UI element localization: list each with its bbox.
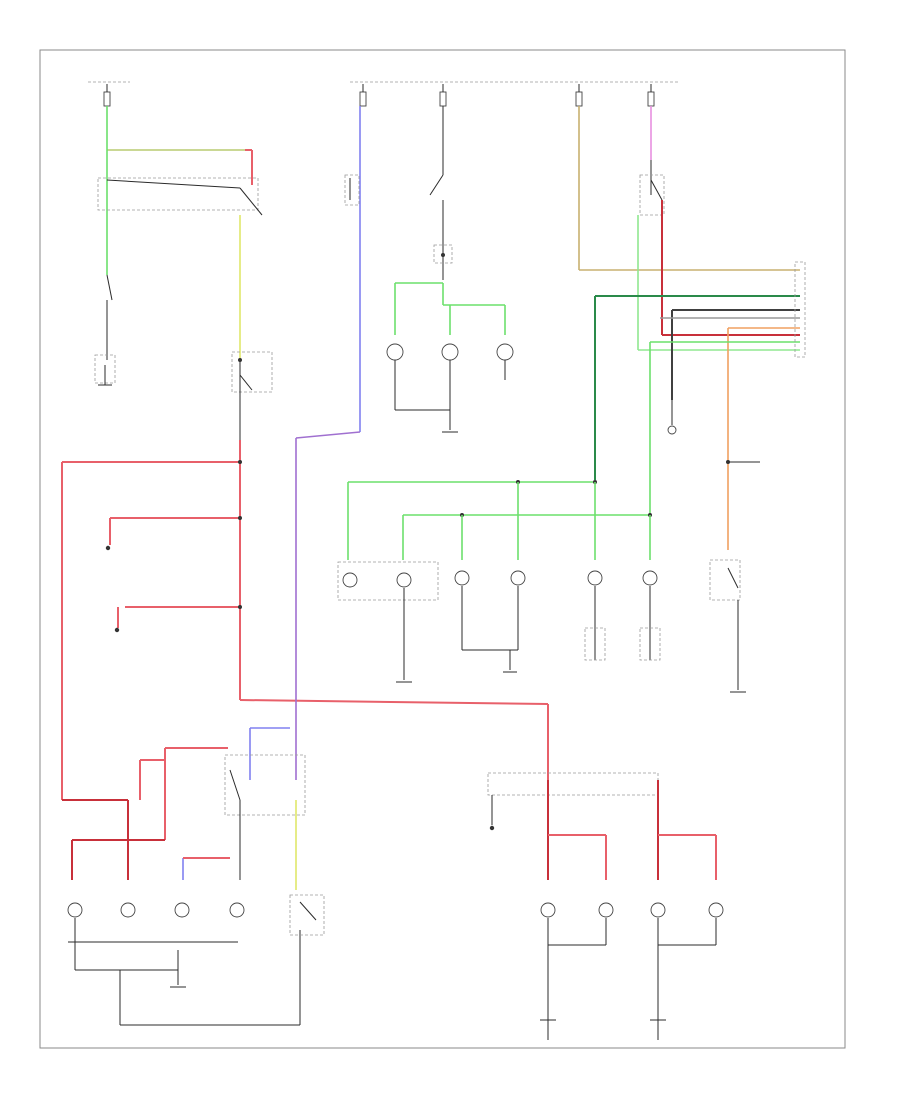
right-harness bbox=[578, 106, 806, 550]
fuse-3 bbox=[439, 91, 447, 107]
center-bulb-cluster bbox=[386, 282, 514, 433]
left-red-trunk bbox=[61, 440, 549, 800]
right-door-switch bbox=[709, 559, 746, 693]
middle-green-buses bbox=[347, 480, 652, 560]
center-switch bbox=[429, 106, 453, 280]
blue-purple-trunk bbox=[295, 106, 361, 780]
fuse-4 bbox=[575, 91, 583, 107]
fuse-2 bbox=[359, 91, 367, 107]
middle-bulb-row bbox=[337, 561, 661, 683]
fuse-5 bbox=[647, 91, 655, 107]
fuse-1 bbox=[103, 91, 111, 107]
diagram-frame bbox=[39, 49, 846, 1049]
fuse-row bbox=[88, 81, 680, 107]
lower-left-cluster bbox=[62, 727, 325, 1026]
relay-upper-left bbox=[231, 351, 273, 440]
lower-right-cluster bbox=[487, 772, 724, 1040]
left-switch-block bbox=[94, 106, 263, 386]
